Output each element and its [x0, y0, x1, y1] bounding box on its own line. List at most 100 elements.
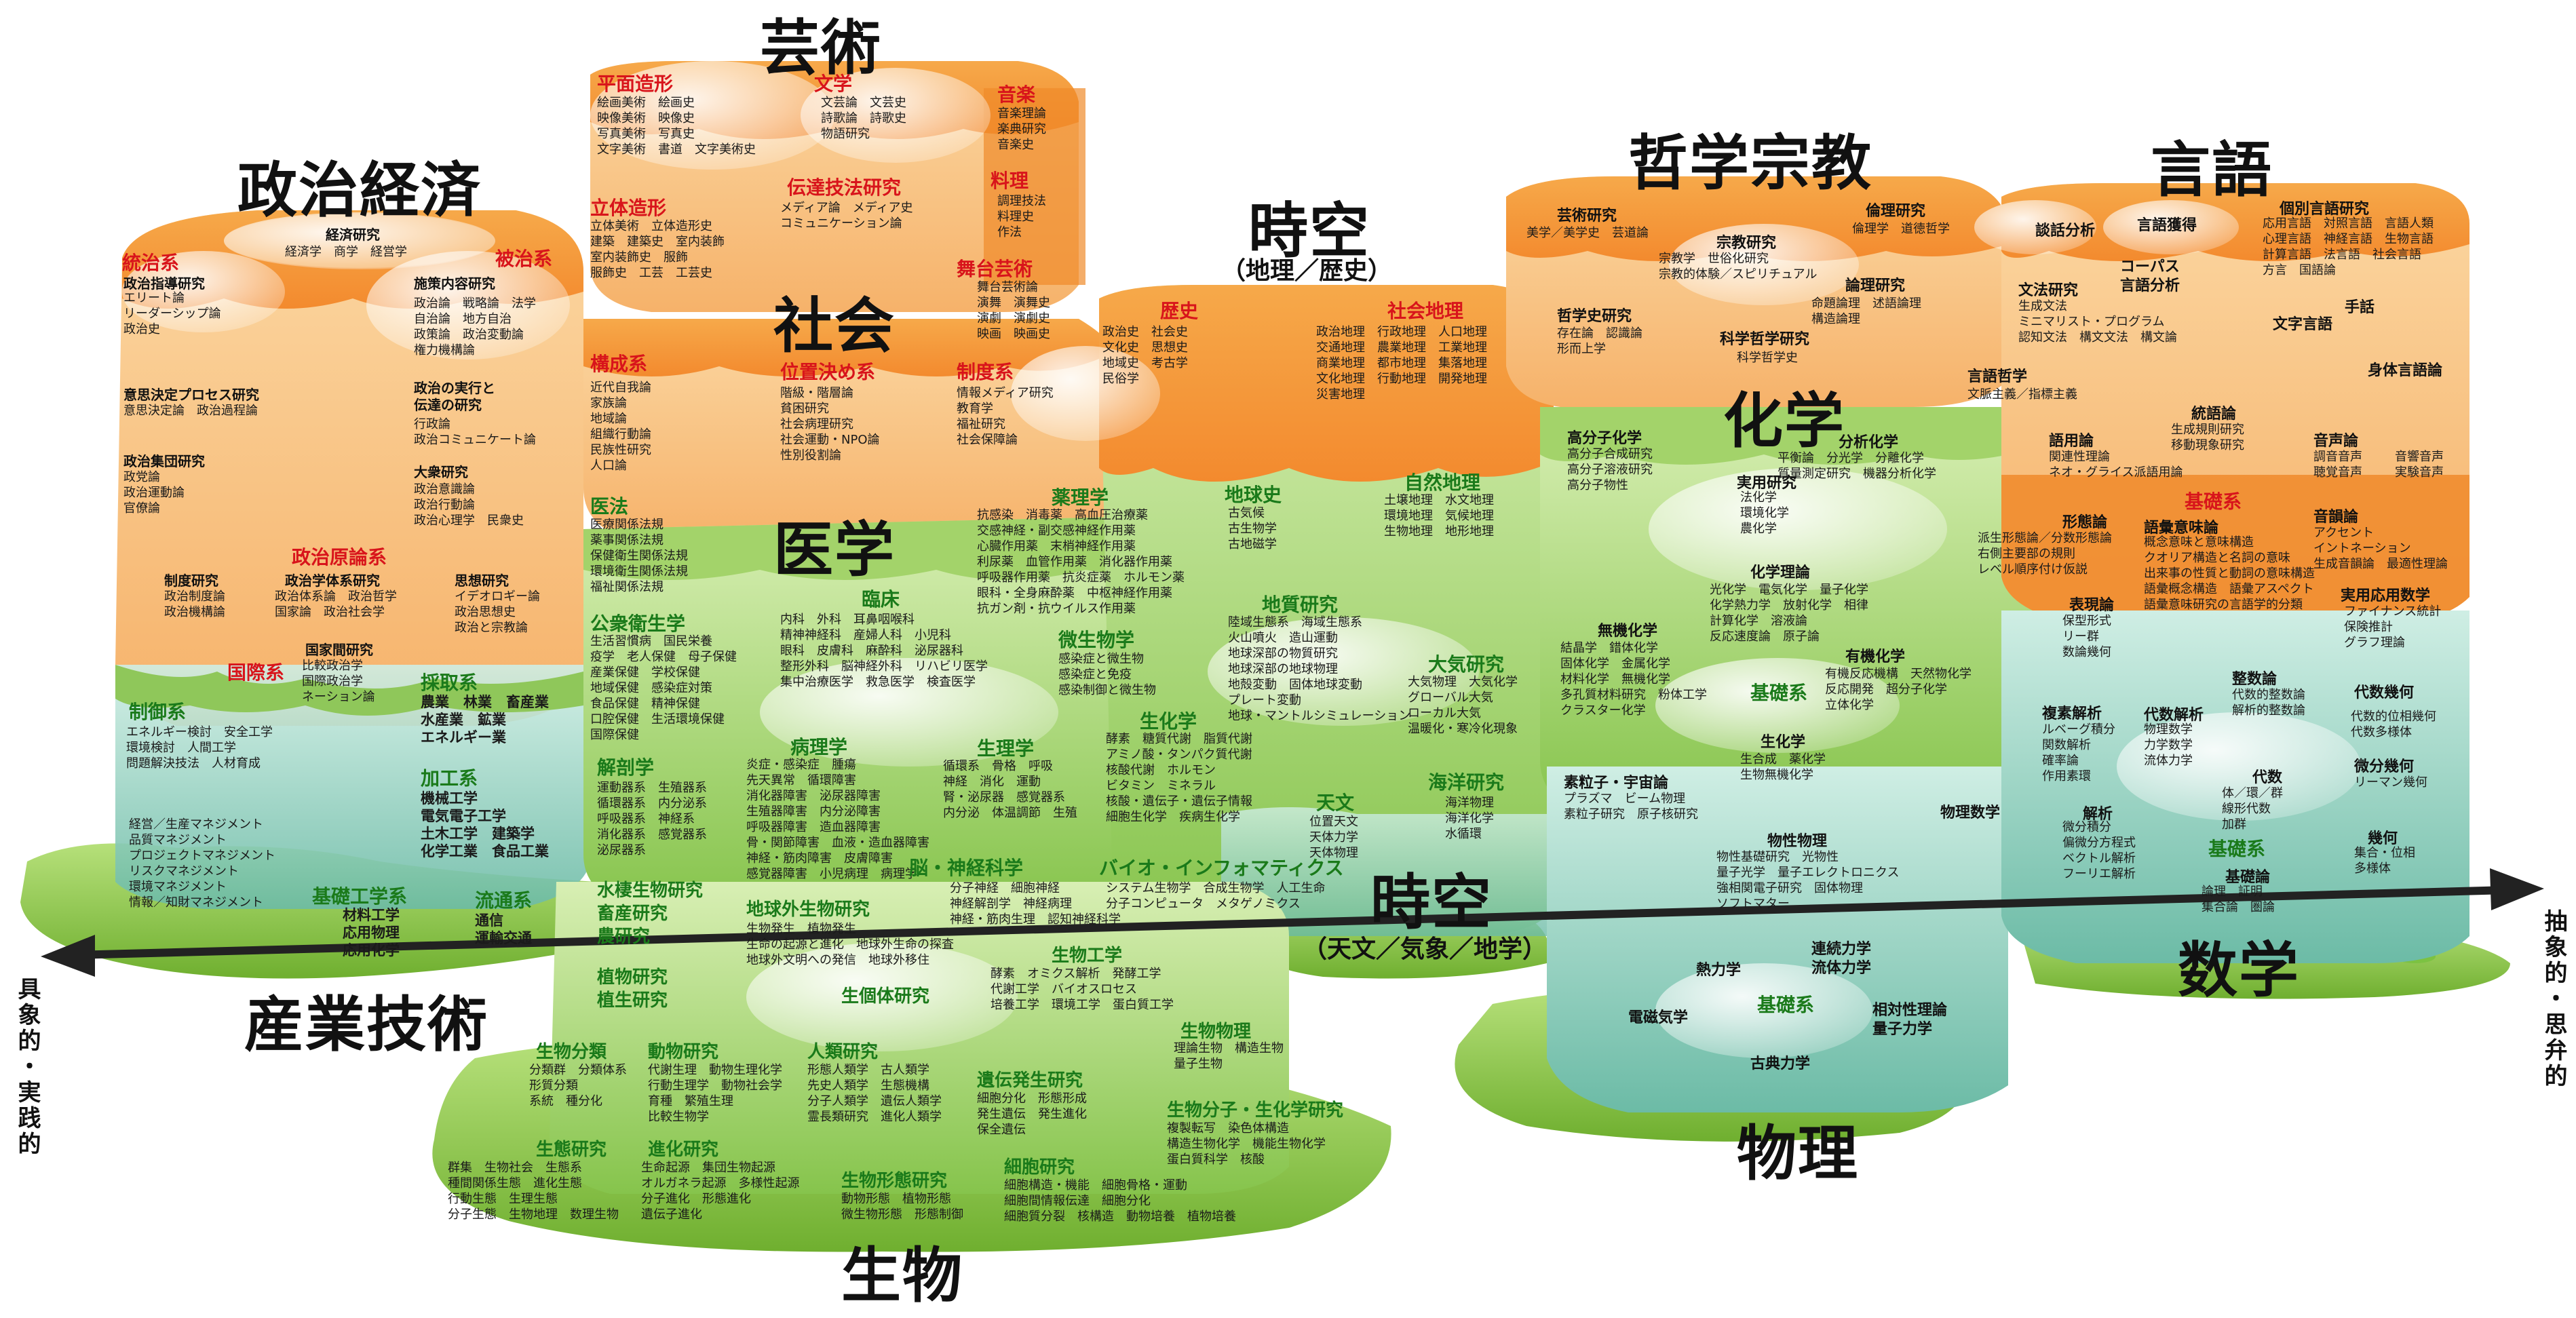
subfield-seido: 制度系 — [957, 361, 1014, 383]
list-bio-kougaku: 酵素 オミクス解析 発酵工学 代謝工学 バイオスロセス 培養工学 環境工学 蛋白… — [991, 967, 1174, 1012]
list-geo-rekishi: 政治史 社会史 文化史 思想史 地域史 考古学 民俗学 — [1102, 325, 1188, 386]
subfield-chishitsu: 地質研究 — [1262, 594, 1339, 616]
topic-seido-kenkyuu: 制度研究 — [164, 573, 218, 589]
subfield-kaibou: 解剖学 — [597, 756, 655, 779]
list-phil-kagaku: 科学哲学史 — [1737, 351, 1798, 365]
topic-bio-iden: 遺伝発生研究 — [977, 1070, 1083, 1091]
topic-bio-butsuri: 生物物理 — [1180, 1022, 1252, 1042]
subfield-saishu: 採取系 — [421, 672, 478, 694]
language-block — [2001, 183, 2469, 624]
field-title-spacetime-bottom: 時空 — [1370, 868, 1493, 937]
topic-bio-jinrui: 人類研究 — [807, 1042, 879, 1062]
topic-chem-koubunshi: 高分子化学 — [1567, 430, 1642, 447]
subfield-touchi: 統治系 — [122, 252, 180, 274]
field-title-industry: 産業技術 — [244, 990, 489, 1060]
list-med-rinshou: 内科 外科 耳鼻咽喉科 精神神経科 産婦人科 小児科 眼科 皮膚科 麻酔科 泌尿… — [780, 613, 988, 689]
topic-phil-kagaku: 科学哲学研究 — [1720, 331, 1810, 348]
subfield-kiso-kougaku: 基礎工学系 — [312, 885, 408, 908]
axis-right-label: 抽象的・思弁的 — [2540, 909, 2567, 1089]
list-geo-chikyuushi: 古気候 古生物学 古地磁学 — [1228, 506, 1277, 551]
list-bio-keitai: 動物形態 植物形態 微生物形態 形態制御 — [841, 1192, 963, 1222]
topic-bio-seitai: 生態研究 — [536, 1140, 607, 1160]
subfield-ryouri: 料理 — [991, 170, 1029, 192]
topic-shuudan: 政治集団研究 — [123, 453, 205, 469]
list-med-byouri: 炎症・感染症 腫瘍 先天異常 循環障害 消化器障害 泌尿器障害 生殖器障害 内分… — [746, 758, 929, 881]
topic-chem-yuuki: 有機化学 — [1845, 648, 1906, 665]
subfield-heimen: 平面造形 — [597, 73, 674, 95]
topic-ishikettei: 意思決定プロセス研究 — [123, 387, 259, 403]
topic-phy-koten: 古典力学 — [1750, 1055, 1811, 1072]
list-chem-bunseki: 平衡論 分光学 分離化学 質量測定研究 機器分析化学 — [1777, 451, 1936, 481]
topic-phy-soryuushi: 素粒子・宇宙論 — [1564, 775, 1669, 792]
field-title-society: 社会 — [773, 291, 896, 361]
topic-jikkou: 政治の実行と 伝達の研究 — [414, 380, 495, 413]
list-chem-koubunshi: 高分子合成研究 高分子溶液研究 高分子物性 — [1567, 447, 1653, 492]
topic-bio-shokubutsu: 植物研究 — [597, 967, 668, 988]
list-bio-nou: 分子神経 細胞神経 神経解剖学 神経病理 神経・筋肉生理 認知神経科学 — [950, 881, 1121, 927]
axis-arrow — [41, 868, 2544, 977]
list-chem-jitsuyou: 法化学 環境化学 農化学 — [1740, 490, 1789, 536]
list-ind-kiso: 材料工学 応用物理 応用化学 — [343, 907, 400, 958]
topic-lang-moji: 文字言語 — [2273, 316, 2333, 333]
topic-math-daisuu: 代数解析 — [2144, 707, 2204, 724]
topic-lang-jitsuyou: 実用応用数学 — [2341, 587, 2431, 604]
list-lang-kobetsu: 応用言語 対照言語 言語人類 心理言語 神経言語 生物言語 計算言語 法言語 社… — [2263, 216, 2434, 277]
topic-math-kika2: 幾何 — [2368, 830, 2398, 847]
topic-lang-shintai: 身体言語論 — [2368, 362, 2443, 379]
list-lang-bunpou: 生成文法 ミニマリスト・プログラム 認知文法 構文文法 構文論 — [2018, 299, 2177, 345]
list-ind-kakou: 機械工学 電気電子工学 土木工学 建築学 化学工業 食品工業 — [421, 790, 549, 859]
topic-lang-kakutoku: 言語獲得 — [2137, 217, 2197, 234]
axis-left-label: 具象的・実践的 — [14, 977, 41, 1157]
subfield-kaiyou: 海洋研究 — [1428, 771, 1505, 794]
topic-bio-chikyuugai: 地球外生物研究 — [746, 899, 870, 920]
list-art-heimen: 絵画美術 絵画史 映像美術 映像史 写真美術 写真史 文字美術 書道 文字美術史 — [597, 96, 756, 157]
topic-lang-shuwa: 手話 — [2345, 299, 2375, 316]
subfield-tenmon: 天文 — [1316, 792, 1355, 814]
subfield-bungaku: 文学 — [814, 73, 853, 95]
topic-kokka-kankei: 国家間研究 — [305, 642, 373, 658]
list-lang-keitai: 派生形態論／分数形態論 右側主要部の規則 レベル順序付け仮説 — [1978, 531, 2112, 577]
list-phil-shuukyou: 宗教学 世俗化研究 宗教的体験／スピリチュアル — [1659, 252, 1818, 282]
list-lang-jitsuyou: ファイナンス統計 保険推計 グラフ理論 — [2344, 604, 2442, 650]
list-seido-kenkyuu: 政治制度論 政治機構論 — [164, 589, 225, 619]
list-math-seisuu: 代数的整数論 解析的整数論 — [2232, 688, 2305, 718]
field-title-chemistry: 化学 — [1723, 386, 1846, 456]
topic-seiji-shutai: 政治学体系研究 — [285, 573, 380, 589]
subfield-shizen-chiri: 自然地理 — [1404, 471, 1481, 494]
field-title-art: 芸術 — [760, 13, 883, 83]
list-ind-ryuutsuu: 通信 運輸交通 — [475, 912, 532, 946]
subfield-seiji-genron: 政治原論系 — [292, 546, 387, 568]
list-kokka-kankei: 比較政治学 国際政治学 ネーション論 — [302, 659, 375, 704]
topic-chem-jitsuyou: 実用研究 — [1737, 475, 1797, 492]
list-math-dai: 体／環／群 線形代数 加群 — [2222, 786, 2283, 832]
topic-phil-shuukyou: 宗教研究 — [1716, 235, 1777, 252]
topic-lang-keitai: 形態論 — [2062, 514, 2108, 531]
list-bio-iden: 細胞分化 形態形成 発生遺伝 発生進化 保全遺伝 — [977, 1091, 1087, 1137]
list-med-seiri: 循環系 骨格 呼吸 神経 消化 運動 腎・泌尿器 感覚器系 内分泌 体温調節 生… — [943, 759, 1077, 820]
list-phy-soryuushi: プラズマ ビーム物理 素粒子研究 原子核研究 — [1564, 792, 1698, 821]
topic-taishuu: 大衆研究 — [414, 464, 468, 480]
list-ind-seigyo: エネルギー検討 安全工学 環境検討 人間工学 問題解決技法 人材育成 — [126, 725, 273, 771]
list-med-yakuri: 抗感染 消毒薬 高血圧治療薬 交感神経・副交感神経作用薬 心臓作用薬 末梢神経作… — [977, 508, 1185, 616]
list-art-rittai: 立体美術 立体造形史 建築 建築史 室内装飾 室内装飾史 服飾 服飾史 工芸 工… — [590, 219, 725, 280]
topic-bio-shinka: 進化研究 — [648, 1140, 719, 1160]
list-bio-jinrui: 形態人類学 古人類学 先史人類学 生態機構 分子人類学 遺伝人類学 霊長類研究 … — [807, 1063, 942, 1124]
list-soc-seido: 情報メディア研究 教育学 福祉研究 社会保障論 — [957, 386, 1054, 447]
topic-bio-suisei: 水棲生物研究 — [597, 880, 704, 901]
topic-phy-soutai: 相対性理論 量子力学 — [1872, 1002, 1948, 1038]
list-chem-seikagaku: 生合成 薬化学 生物無機化学 — [1740, 752, 1826, 782]
list-phil-rinri: 倫理学 道徳哲学 — [1852, 222, 1950, 236]
topic-lang-bunpou: 文法研究 — [2018, 282, 2079, 299]
list-soc-ichi: 階級・階層論 貧困研究 社会病理研究 社会運動・NPO論 性別役割論 — [780, 386, 880, 463]
list-bio-butsuri: 理論生物 構造生物 量子生物 — [1174, 1041, 1284, 1071]
list-phil-ronri: 命題論理 述語論理 構造論理 — [1811, 296, 1921, 326]
topic-lang-inritsu: 音韻論 — [2313, 509, 2359, 526]
subfield-nou: 脳・神経科学 — [909, 857, 1024, 879]
list-bio-saibou: 細胞構造・機能 細胞骨格・運動 細胞間情報伝達 細胞分化 細胞質分裂 核構造 動… — [1004, 1178, 1236, 1224]
list-taishuu: 政治意識論 政治行動論 政治心理学 民衆史 — [414, 482, 524, 528]
list-jikkou: 行政論 政治コミュニケート論 — [414, 417, 536, 447]
list-math-kika2: 集合・位相 多様体 — [2354, 846, 2415, 876]
field-title-biology: 生物 — [841, 1241, 964, 1311]
list-med-biseibutsu: 感染症と微生物 感染症と免疫 感染制御と微生物 — [1058, 652, 1156, 697]
subfield-yakuri: 薬理学 — [1052, 486, 1109, 509]
